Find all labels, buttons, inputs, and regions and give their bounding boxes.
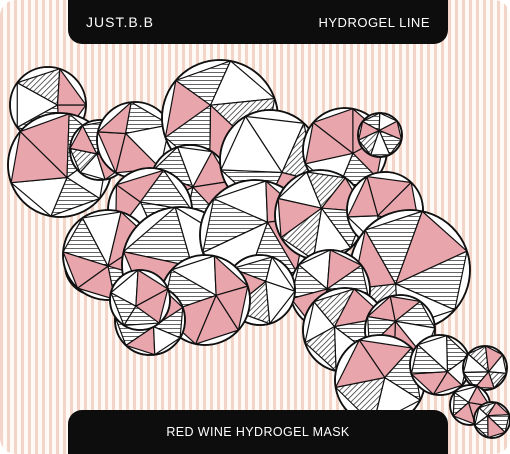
bubble [349, 209, 471, 331]
bubble [96, 101, 174, 179]
bubble-cluster [7, 59, 510, 439]
bubble [409, 334, 471, 396]
bubble [274, 169, 366, 261]
bubble [473, 401, 510, 439]
bubble [462, 345, 508, 391]
bottom-label-bar: RED WINE HYDROGEL MASK [68, 410, 448, 454]
product-line: HYDROGEL LINE [318, 14, 430, 30]
product-name: RED WINE HYDROGEL MASK [166, 425, 350, 439]
bubble [357, 112, 403, 158]
brand-name: JUST.B.B [86, 14, 154, 30]
bubble [109, 269, 171, 331]
top-label-bar: JUST.B.B HYDROGEL LINE [68, 0, 448, 44]
